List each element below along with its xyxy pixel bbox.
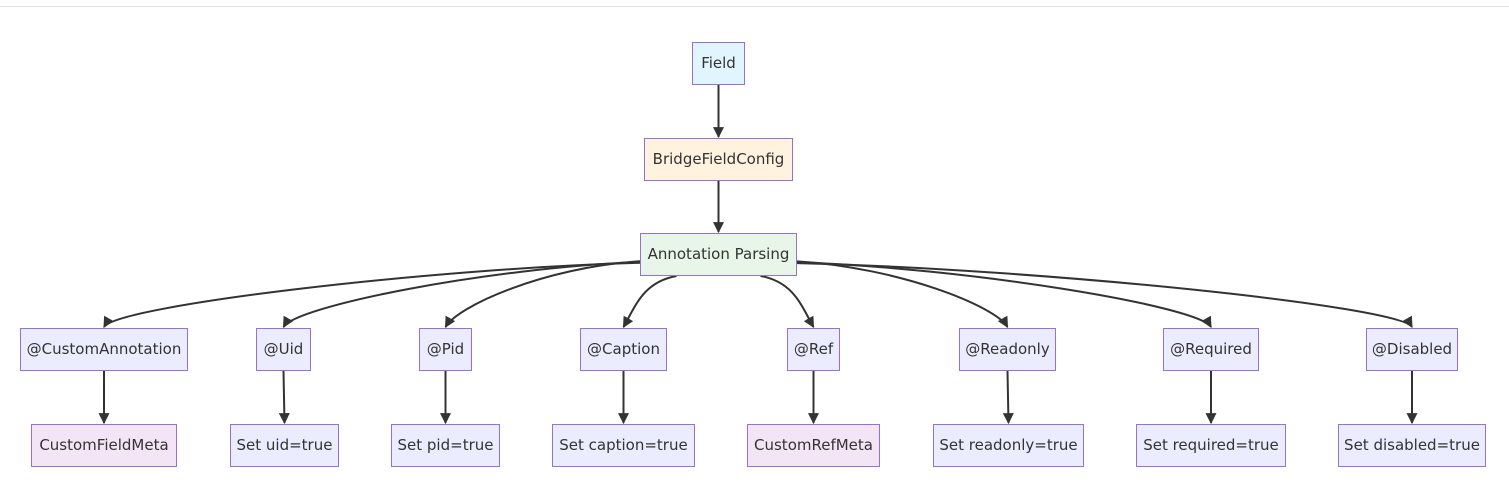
node-label: @CustomAnnotation — [26, 340, 182, 358]
node-label: Set disabled=true — [1344, 436, 1480, 454]
edge-parsing-to-required — [796, 261, 1212, 328]
node-label: @Disabled — [1371, 340, 1453, 358]
node-caption[interactable]: @Caption — [580, 328, 667, 371]
node-ref[interactable]: @Ref — [787, 328, 840, 371]
node-label: Set pid=true — [397, 436, 494, 454]
node-set-required[interactable]: Set required=true — [1136, 424, 1286, 467]
node-label: Set required=true — [1143, 436, 1279, 454]
node-label: @Required — [1170, 340, 1252, 358]
node-required[interactable]: @Required — [1163, 328, 1259, 371]
node-readonly[interactable]: @Readonly — [959, 328, 1056, 371]
node-pid[interactable]: @Pid — [419, 328, 472, 371]
edge-parsing-to-ref — [760, 275, 815, 328]
edge-parsing-to-disabled — [796, 262, 1413, 328]
node-disabled[interactable]: @Disabled — [1366, 328, 1458, 371]
node-set-caption[interactable]: Set caption=true — [552, 424, 695, 467]
node-label: @Pid — [426, 340, 465, 358]
node-field[interactable]: Field — [692, 42, 745, 85]
node-label: CustomFieldMeta — [39, 436, 169, 454]
node-set-uid[interactable]: Set uid=true — [230, 424, 339, 467]
node-custom-ref-meta[interactable]: CustomRefMeta — [747, 424, 880, 467]
node-annotation-parsing[interactable]: Annotation Parsing — [640, 233, 797, 276]
node-bridge-field-config[interactable]: BridgeFieldConfig — [644, 138, 793, 181]
node-label: @Caption — [587, 340, 660, 358]
node-custom-annotation[interactable]: @CustomAnnotation — [20, 328, 188, 371]
node-uid[interactable]: @Uid — [256, 328, 311, 371]
node-custom-field-meta[interactable]: CustomFieldMeta — [31, 424, 177, 467]
edge-parsing-to-custom_annotation — [103, 261, 641, 328]
node-label: @Readonly — [965, 340, 1050, 358]
node-set-pid[interactable]: Set pid=true — [391, 424, 500, 467]
node-label: BridgeFieldConfig — [652, 150, 785, 168]
node-label: Set uid=true — [236, 436, 333, 454]
node-label: @Uid — [263, 340, 304, 358]
edge-readonly-to-set_readonly — [1002, 370, 1014, 425]
top-divider — [0, 6, 1509, 7]
node-label: Annotation Parsing — [647, 245, 790, 263]
edge-parsing-to-uid — [282, 260, 641, 328]
node-label: CustomRefMeta — [754, 436, 873, 454]
node-label: Set readonly=true — [939, 436, 1078, 454]
node-label: @Ref — [793, 340, 834, 358]
node-set-readonly[interactable]: Set readonly=true — [933, 424, 1084, 467]
node-set-disabled[interactable]: Set disabled=true — [1338, 424, 1486, 467]
edge-parsing-to-caption — [622, 275, 677, 328]
node-label: Set caption=true — [559, 436, 688, 454]
edge-parsing-to-pid — [444, 260, 641, 328]
edge-uid-to-set_uid — [278, 370, 290, 425]
node-label: Field — [701, 54, 736, 72]
